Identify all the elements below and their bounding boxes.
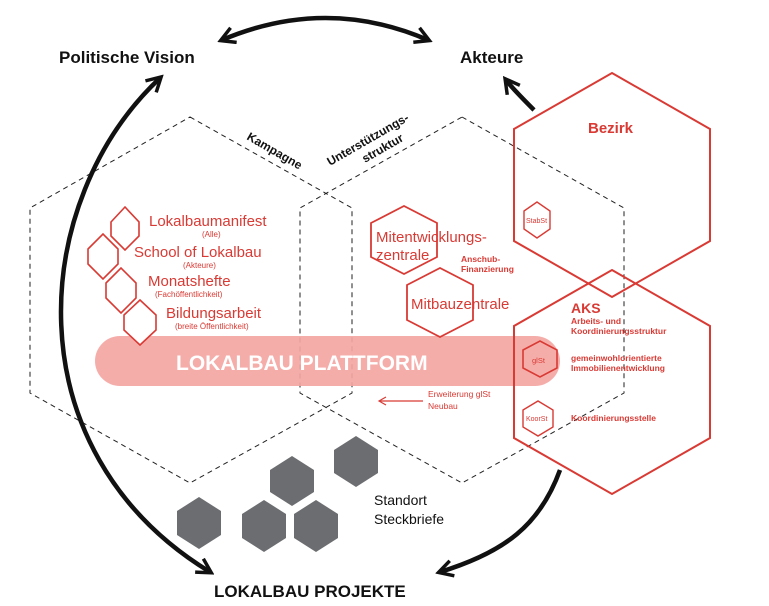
mitbau-hexagon <box>406 266 474 339</box>
node-akteure: Akteure <box>460 48 523 67</box>
aks-hexagon <box>513 268 711 496</box>
kampagne-title: Kampagne <box>245 129 305 172</box>
erweiterung-label-line2: Neubau <box>428 401 458 411</box>
aks-projekte-arrow <box>440 469 563 572</box>
anschub-label-line2: Finanzierung <box>461 264 514 274</box>
standort-hex-3 <box>177 497 221 549</box>
bezirk-akteure-arrow <box>506 80 536 112</box>
koorst-hex-icon <box>522 400 554 437</box>
standort-hex-1 <box>270 456 314 506</box>
mitbau-label: Mitbauzentrale <box>411 296 509 313</box>
mitentwicklung-label-line2: zentrale <box>376 247 429 264</box>
kampagne-item-label-3: Bildungsarbeit <box>166 305 262 322</box>
monatshefte-hex-icon <box>105 266 137 315</box>
plattform-label: LOKALBAU PLATTFORM <box>176 352 428 375</box>
kampagne-hexagon <box>29 116 353 484</box>
standort-label-line2: Steckbriefe <box>374 511 444 527</box>
node-projekte: LOKALBAU PROJEKTE <box>214 582 406 601</box>
mitentwicklung-hexagon <box>370 204 438 276</box>
koorst-label: KoorSt <box>526 416 547 423</box>
kampagne-item-label-2: Monatshefte <box>148 273 231 290</box>
node-vision: Politische Vision <box>59 48 195 67</box>
standort-hex-5 <box>294 500 338 552</box>
erweiterung-label-line1: Erweiterung glSt <box>428 389 491 399</box>
projekte-vision-arrow <box>58 78 210 572</box>
bezirk-title: Bezirk <box>588 120 634 137</box>
kampagne-item-sub-2: (Fachöffentlichkeit) <box>155 290 223 299</box>
kampagne-item-sub-1: (Akteure) <box>183 261 216 270</box>
kampagne-item-label-1: School of Lokalbau <box>134 244 262 261</box>
glst-desc-line2: Immobilienentwicklung <box>571 363 665 373</box>
aks-title: AKS <box>571 300 601 316</box>
stabst-hex-icon <box>523 201 551 239</box>
standort-label-line1: Standort <box>374 492 427 508</box>
vision-akteure-arrow <box>222 15 428 40</box>
anschub-label-line1: Anschub- <box>461 254 500 264</box>
erweiterung-arrow-head-icon <box>377 396 387 406</box>
bezirk-hexagon <box>513 71 711 299</box>
glst-label: glSt <box>532 356 546 365</box>
standort-hex-4 <box>242 500 286 552</box>
aks-line2: Koordinierungsstruktur <box>571 326 667 336</box>
school-hex-icon <box>87 232 119 281</box>
standort-hex-2 <box>334 436 378 487</box>
glst-hex-icon <box>522 340 558 378</box>
lokalbaumanifest-hex-icon <box>110 205 140 252</box>
kampagne-item-label-0: Lokalbaumanifest <box>149 213 267 230</box>
glst-desc-line1: gemeinwohlorientierte <box>571 353 662 363</box>
stabst-label: StabSt <box>526 218 547 225</box>
mitentwicklung-label-line1: Mitentwicklungs- <box>376 229 487 246</box>
kampagne-item-sub-3: (breite Öffentlichkeit) <box>175 322 249 331</box>
kampagne-item-sub-0: (Alle) <box>202 230 221 239</box>
koorst-desc: Koordinierungsstelle <box>571 413 656 423</box>
aks-line1: Arbeits- und <box>571 316 621 326</box>
